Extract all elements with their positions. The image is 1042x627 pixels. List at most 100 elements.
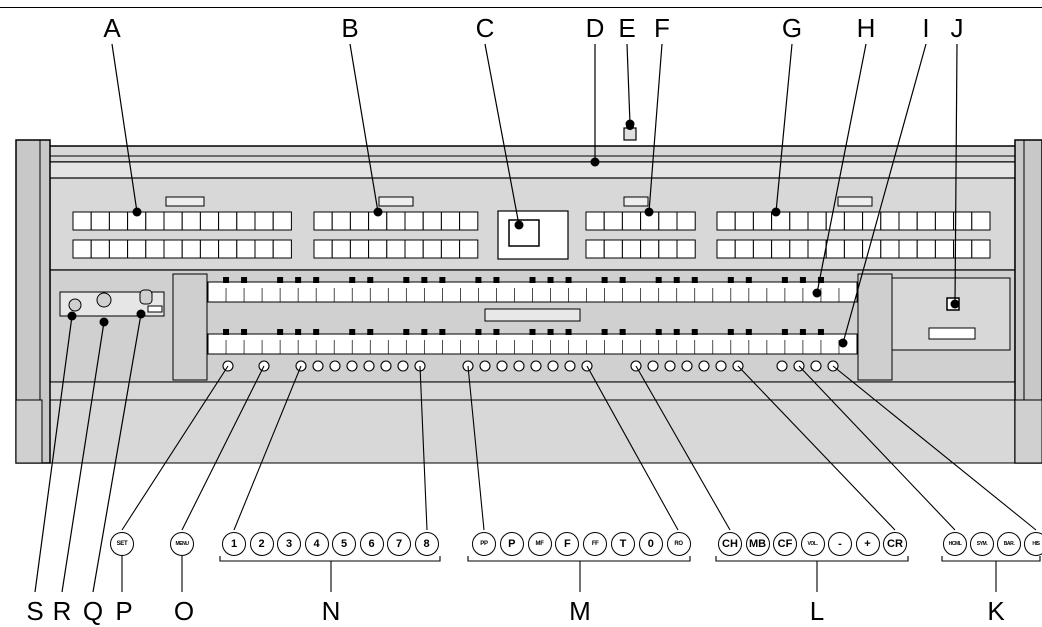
general-piston-3: 3 [277,532,301,556]
preset-button-pp: PP [472,532,496,556]
black-key [295,329,302,335]
group-b-tab [440,211,461,231]
stop-label-plate [378,196,414,207]
display-screen [508,219,540,247]
group-g-tab [734,211,754,231]
group-b-tab [331,239,351,259]
callout-label-s: S [26,596,44,626]
group-f-tab [658,211,678,231]
group-b-tab [313,211,333,231]
callout-label-o: O [173,596,195,626]
function-button-minus: - [828,532,852,556]
group-f-tab [621,211,642,231]
callout-label-q: Q [82,596,104,626]
s-leader [34,315,73,593]
k-first-leader [798,365,956,531]
group-g-tab [789,211,809,231]
group-a-tab [108,239,129,259]
black-key [241,277,248,283]
preset-button-p: P [499,532,524,556]
group-b-tab [459,239,479,259]
callout-label-c: C [475,13,495,43]
general-piston-5: 5 [332,532,356,556]
group-g-tab [916,239,936,259]
q-leader [92,313,142,593]
group-g-tab [898,239,918,259]
group-b-tab [404,211,424,231]
group-f-tab [676,211,696,231]
small-piston [564,360,576,372]
black-key [565,277,572,283]
group-g-tab [934,211,955,231]
callout-label-d: D [585,13,605,43]
set-leader [121,365,229,531]
group-a-tab [236,211,256,231]
group-b-tab [404,239,424,259]
black-key [313,329,320,335]
l-first-leader [635,365,731,531]
group-f-tab [585,211,605,231]
group-g-tab [716,211,736,231]
small-piston [513,360,525,372]
j-leader [954,43,958,305]
group-a-tab [236,239,256,259]
n-last-leader [419,365,428,531]
group-g-tab [789,239,809,259]
callout-label-h: H [856,13,876,43]
n-first-leader [233,365,302,531]
group-a-tab [272,211,292,231]
function-button-cf: CF [773,532,797,556]
group-g-tab [880,211,900,231]
small-piston [363,360,375,372]
black-key [241,329,248,335]
callout-label-n: N [321,596,341,626]
black-key [799,329,806,335]
callout-label-m: M [569,596,591,626]
h-leader [816,43,867,294]
j-dot [950,299,960,309]
group-f-tab [640,239,660,259]
small-piston [312,360,324,372]
top-border-line [0,7,1042,8]
black-key [475,329,482,335]
small-piston [479,360,491,372]
group-f-tab [585,239,605,259]
group-f-tab [603,211,623,231]
group-g-tab [898,211,918,231]
small-piston [810,360,822,372]
style-button-bar: BAR. [997,532,1021,556]
callout-label-b: B [341,13,359,43]
cabinet-music-desk [49,161,1016,179]
m-bracket [467,556,691,562]
group-g-tab [971,211,991,231]
black-key [601,277,608,283]
black-key [367,277,374,283]
group-a-tab [108,211,129,231]
group-a-tab [90,211,110,231]
small-piston [698,360,710,372]
group-a-tab [72,211,92,231]
l-bracket [715,556,909,562]
f-leader [648,43,663,213]
group-b-tab [386,211,406,231]
group-g-tab [843,211,864,231]
function-button-cr: CR [883,532,907,556]
black-key [223,277,230,283]
black-key [529,329,536,335]
black-key [817,277,824,283]
small-piston [647,360,659,372]
small-piston [715,360,727,372]
group-g-tab [934,239,955,259]
callout-label-i: I [922,13,930,43]
a-leader [111,43,138,213]
small-piston [397,360,409,372]
black-key [799,277,806,283]
group-a-tab [218,239,238,259]
group-a-tab [181,239,201,259]
r-dot [99,317,109,327]
function-button-mb: MB [745,532,770,556]
black-key [655,277,662,283]
e-leader [626,43,631,125]
group-a-tab [218,211,238,231]
small-piston [496,360,508,372]
